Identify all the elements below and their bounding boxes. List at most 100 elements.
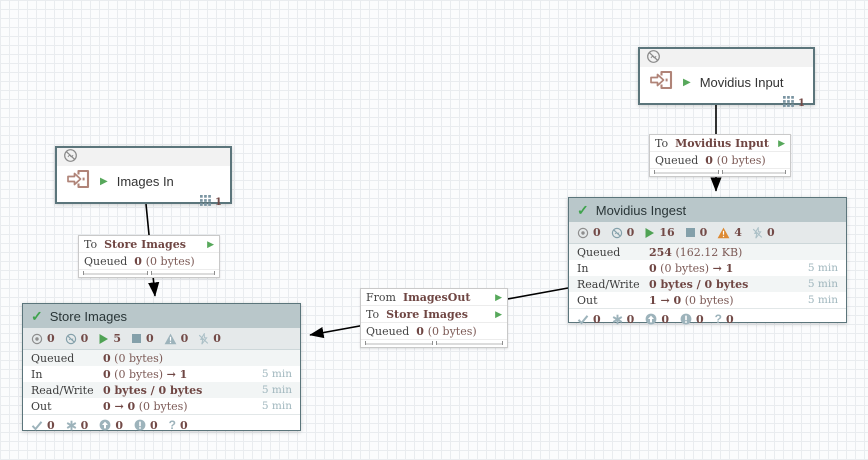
version-count: 0	[661, 312, 669, 326]
stat-value: 0 → 0 (0 bytes)	[103, 399, 188, 413]
version-count: 0	[725, 312, 734, 326]
input-port-icon	[648, 69, 674, 96]
version-count: 0	[593, 312, 601, 326]
input-port-images-in[interactable]: ▶ Images In 1	[55, 146, 232, 208]
stat-count: 0	[145, 332, 154, 345]
queued-label: Queued	[84, 254, 128, 268]
disabled-icon	[752, 226, 763, 239]
group-header[interactable]: ✓ Movidius Ingest	[569, 198, 846, 222]
stopped-icon	[685, 227, 696, 238]
stat-label: Read/Write	[577, 277, 640, 291]
locally-modified-icon	[612, 314, 623, 325]
disabled-icon	[198, 332, 209, 345]
stat-row-in: In 0 (0 bytes) → 1 5 min	[569, 260, 846, 276]
version-count: 0	[695, 312, 704, 326]
not-transmitting-icon	[646, 49, 661, 69]
connection-route-row: To Store Images ▶	[79, 236, 219, 253]
stat-period: 5 min	[807, 262, 838, 274]
stat-count: 0	[699, 226, 708, 239]
sync-failure-icon: ?	[168, 418, 176, 432]
port-name: Images In	[116, 174, 174, 189]
stat-value: 1 → 0 (0 bytes)	[649, 293, 734, 307]
play-icon: ▶	[683, 76, 691, 88]
stat-count: 16	[659, 226, 675, 239]
version-count: 0	[47, 418, 55, 432]
stat-label: Out	[31, 399, 52, 413]
stat-period: 5 min	[261, 400, 292, 412]
stat-label: Read/Write	[31, 383, 94, 397]
play-icon: ▶	[495, 308, 502, 319]
stat-count: 4	[734, 226, 742, 239]
input-port-movidius-input[interactable]: ▶ Movidius Input 1	[638, 47, 815, 109]
modified-and-stale-icon	[134, 419, 146, 431]
transmitting-icon	[31, 333, 43, 345]
stat-label: Out	[577, 293, 598, 307]
stat-value: 0 (0 bytes) → 1	[649, 261, 734, 275]
queued-label: Queued	[655, 153, 699, 167]
version-count: 0	[115, 418, 123, 432]
stat-count: 0	[626, 226, 635, 239]
route-target: Movidius Input	[675, 136, 769, 150]
play-icon: ▶	[207, 238, 214, 249]
connection-queued-row: Queued 0 (0 bytes)	[650, 152, 790, 169]
stat-label: In	[31, 367, 43, 381]
stat-period: 5 min	[261, 384, 292, 396]
stat-count: 0	[80, 332, 89, 345]
stat-value: 254 (162.12 KB)	[649, 245, 743, 259]
stat-period: 5 min	[807, 278, 838, 290]
warning-icon	[717, 227, 730, 239]
route-target: ImagesOut	[402, 290, 471, 304]
cluster-grid-icon	[783, 94, 794, 112]
transmitting-icon	[577, 227, 589, 239]
up-to-date-check-icon	[31, 420, 43, 431]
stat-row-out: Out 0 → 0 (0 bytes) 5 min	[23, 398, 300, 414]
stat-count: 5	[113, 332, 121, 345]
queued-value: 0 (0 bytes)	[705, 153, 766, 167]
route-prefix: To	[84, 237, 98, 251]
stat-value: 0 (0 bytes) → 1	[103, 367, 188, 381]
not-transmitting-icon	[611, 227, 623, 239]
version-count: 0	[149, 418, 158, 432]
version-count: 0	[626, 312, 635, 326]
queue-percent-bar	[361, 340, 507, 347]
stat-count: 0	[766, 226, 775, 239]
stale-icon	[645, 313, 657, 325]
stat-period: 5 min	[807, 294, 838, 306]
stat-count: 0	[593, 226, 601, 239]
queue-percent-bar	[79, 270, 219, 277]
stat-period: 5 min	[261, 368, 292, 380]
stale-icon	[99, 419, 111, 431]
sync-failure-icon: ?	[714, 312, 722, 326]
group-header[interactable]: ✓ Store Images	[23, 304, 300, 328]
group-title: Movidius Ingest	[595, 202, 687, 218]
cluster-grid-icon	[200, 193, 211, 211]
route-prefix: To	[366, 307, 380, 321]
queued-label: Queued	[366, 324, 410, 338]
input-port-icon	[65, 168, 91, 195]
stat-row-out: Out 1 → 0 (0 bytes) 5 min	[569, 292, 846, 308]
stat-label: Queued	[31, 351, 75, 365]
version-count: 0	[80, 418, 89, 432]
route-target: Store Images	[104, 237, 186, 251]
cluster-node-count: 1	[798, 97, 805, 109]
stat-label: In	[577, 261, 589, 275]
not-transmitting-icon	[63, 148, 78, 168]
play-icon: ▶	[495, 291, 502, 302]
stat-row-in: In 0 (0 bytes) → 1 5 min	[23, 366, 300, 382]
